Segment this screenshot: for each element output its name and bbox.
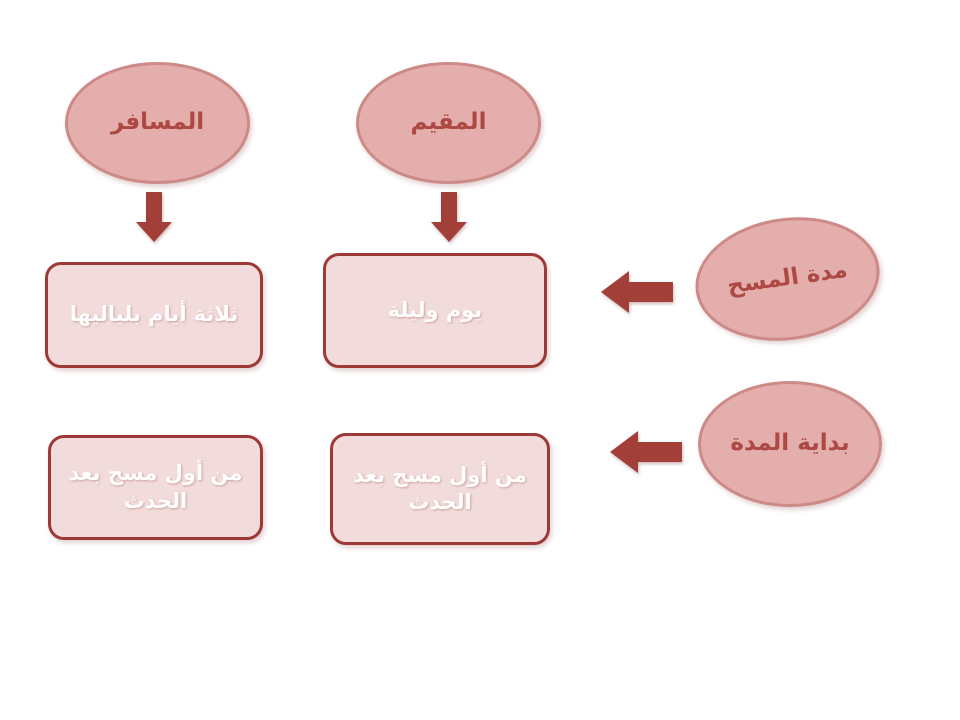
node-resident-label: المقيم: [410, 109, 487, 136]
node-resident-start-box: من أول مسح بعد الحدث: [330, 433, 550, 545]
down-arrow-icon: [136, 192, 172, 242]
node-duration-start-ellipse: بداية المدة: [698, 381, 882, 507]
node-resident-ellipse: المقيم: [356, 62, 541, 184]
node-traveler-start-box: من أول مسح بعد الحدث: [48, 435, 263, 540]
node-resident-start-label: من أول مسح بعد الحدث: [353, 462, 527, 514]
node-traveler-label: المسافر: [110, 109, 205, 136]
node-wiping-duration-ellipse: مدة المسح: [687, 205, 888, 353]
node-traveler-duration-box: ثلاثة أيام بلياليها: [45, 262, 263, 368]
node-traveler-start-label: من أول مسح بعد الحدث: [68, 461, 243, 513]
node-traveler-duration-label: ثلاثة أيام بلياليها: [69, 302, 239, 327]
node-traveler-ellipse: المسافر: [65, 62, 250, 184]
down-arrow-icon: [431, 192, 467, 242]
left-arrow-icon: [601, 271, 673, 313]
node-duration-start-label: بداية المدة: [730, 430, 850, 457]
node-resident-duration-box: يوم وليلة: [323, 253, 547, 368]
node-wiping-duration-label: مدة المسح: [725, 256, 850, 300]
left-arrow-icon: [610, 431, 682, 473]
node-resident-duration-label: يوم وليلة: [387, 297, 483, 322]
